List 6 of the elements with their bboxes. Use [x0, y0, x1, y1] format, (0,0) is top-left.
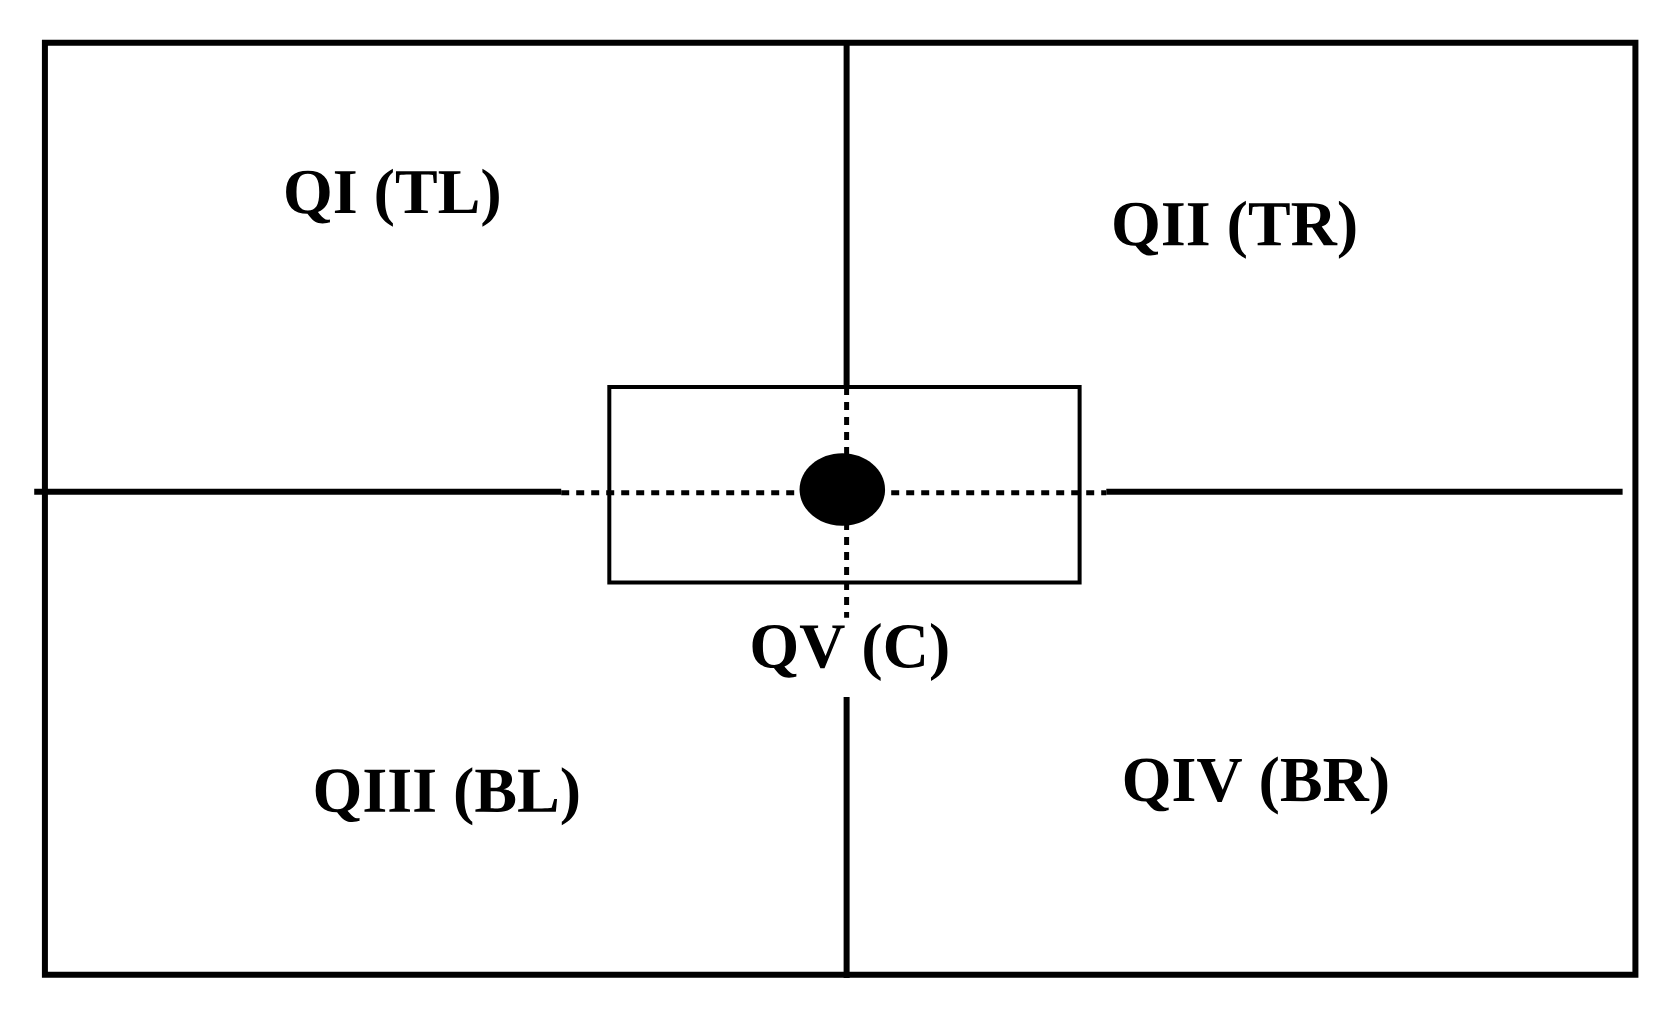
region-label: QIII (BL)	[315, 767, 579, 826]
region-label: QIV (BR)	[1124, 756, 1388, 815]
region-label: QII (TR)	[1114, 200, 1356, 259]
center-dot	[799, 453, 886, 526]
region-label: QI (TL)	[286, 168, 499, 227]
region-label: QV (C)	[752, 622, 948, 681]
